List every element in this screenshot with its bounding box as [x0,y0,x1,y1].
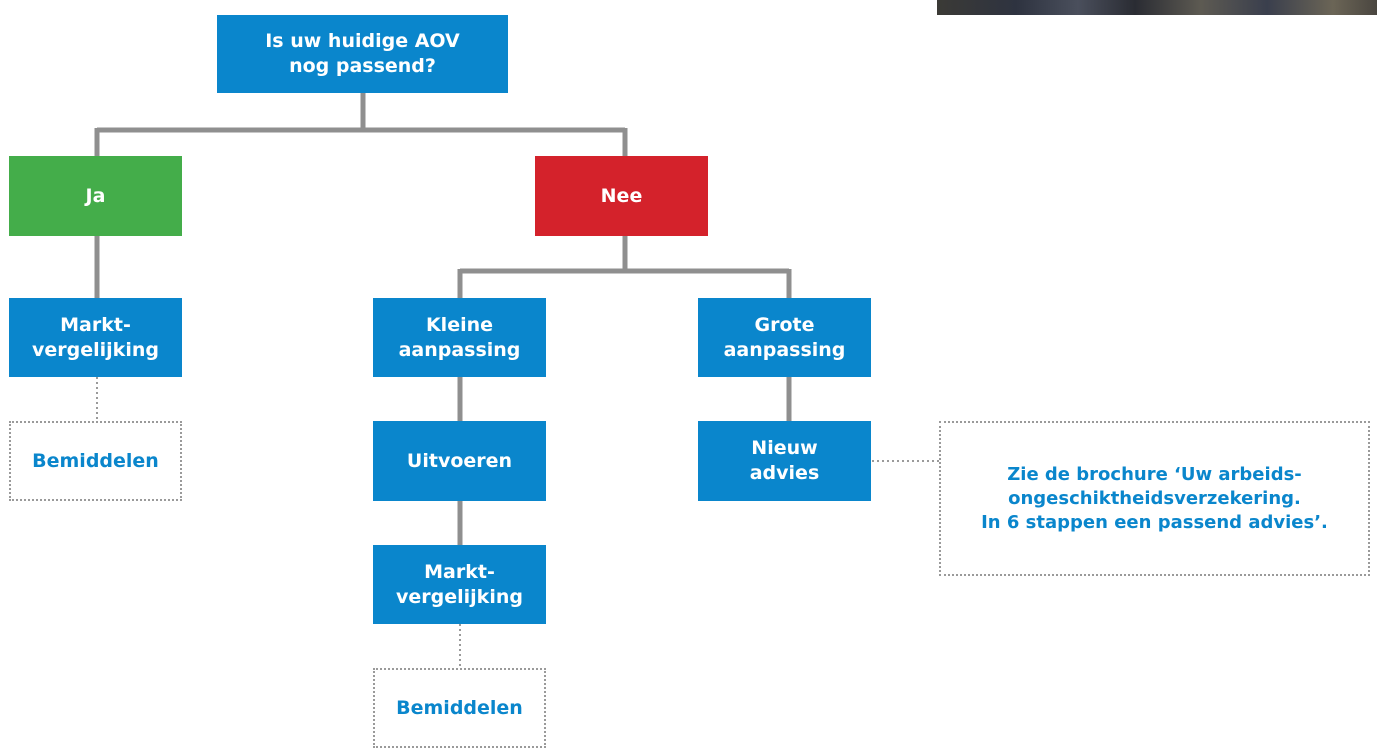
no-box: Nee [535,156,708,236]
yes-market-comparison-box: Markt- vergelijking [9,298,182,377]
brochure-note-box: Zie de brochure ‘Uw arbeids- ongeschikth… [939,421,1370,576]
small-market-comparison-label: Markt- vergelijking [396,560,523,608]
small-adjustment-box: Kleine aanpassing [373,298,546,377]
large-adjustment-label: Grote aanpassing [723,313,846,361]
small-adjustment-label: Kleine aanpassing [398,313,521,361]
large-adjustment-box: Grote aanpassing [698,298,871,377]
yes-market-comparison-label: Markt- vergelijking [32,313,159,361]
root-question-box: Is uw huidige AOV nog passend? [217,15,508,93]
execute-box: Uitvoeren [373,421,546,501]
brochure-note-text: Zie de brochure ‘Uw arbeids- ongeschikth… [981,463,1328,533]
no-label: Nee [600,184,643,207]
new-advice-box: Nieuw advies [698,421,871,501]
yes-box: Ja [9,156,182,236]
yes-mediate-box: Bemiddelen [9,421,182,501]
root-question-label: Is uw huidige AOV nog passend? [265,30,460,77]
execute-label: Uitvoeren [406,449,513,472]
new-advice-label: Nieuw advies [749,437,820,484]
yes-mediate-label: Bemiddelen [32,449,159,472]
yes-label: Ja [85,184,106,207]
small-mediate-box: Bemiddelen [373,668,546,748]
small-market-comparison-box: Markt- vergelijking [373,545,546,624]
small-mediate-label: Bemiddelen [396,696,523,719]
photo-strip [937,0,1377,15]
